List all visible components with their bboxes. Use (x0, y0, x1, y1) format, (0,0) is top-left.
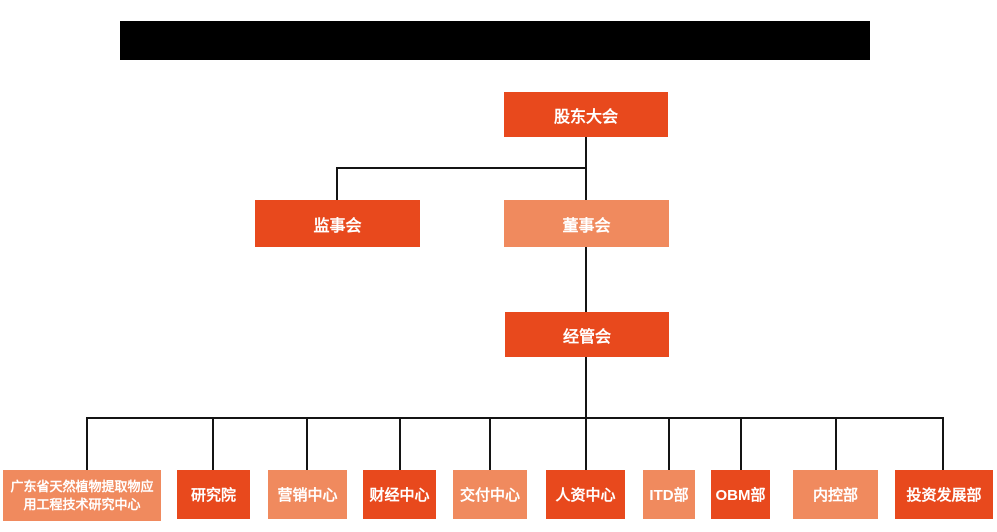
connector-drop-investment-development (942, 417, 944, 470)
node-dept-obm: OBM部 (711, 470, 770, 519)
connector-drop-obm (740, 417, 742, 470)
node-label: 股东大会 (553, 108, 618, 126)
connector-drop-itd (668, 417, 670, 470)
node-label: 董事会 (562, 217, 611, 235)
connector-drop-research-institute (212, 417, 214, 470)
node-dept-delivery-center: 交付中心 (453, 470, 527, 519)
node-label: OBM部 (715, 487, 766, 504)
connector-drop-delivery-center (489, 417, 491, 470)
node-label: 营销中心 (277, 487, 338, 504)
node-dept-itd: ITD部 (643, 470, 695, 519)
connector-drop-marketing-center (306, 417, 308, 470)
connector-drop-hr-center (585, 417, 587, 470)
node-supervisory-board: 监事会 (255, 200, 420, 247)
node-dept-research-center: 广东省天然植物提取物应用工程技术研究中心 (3, 470, 161, 521)
connector-drop-internal-control (835, 417, 837, 470)
connector-management-to-rail (585, 357, 587, 418)
connector-drop-supervisory (336, 167, 338, 200)
node-dept-research-institute: 研究院 (177, 470, 250, 519)
node-management-committee: 经管会 (505, 312, 669, 357)
node-board-of-directors: 董事会 (504, 200, 669, 247)
connector-drop-finance-center (399, 417, 401, 470)
node-dept-internal-control: 内控部 (793, 470, 878, 519)
node-dept-finance-center: 财经中心 (363, 470, 436, 519)
node-label: 财经中心 (369, 487, 430, 504)
node-dept-marketing-center: 营销中心 (268, 470, 347, 519)
node-label: 内控部 (812, 487, 858, 504)
connector-department-rail (86, 417, 944, 419)
connector-drop-research-center (86, 417, 88, 470)
node-dept-hr-center: 人资中心 (546, 470, 625, 519)
connector-board-to-management (585, 247, 587, 312)
node-label: 经管会 (562, 328, 611, 346)
node-label: 投资发展部 (906, 487, 982, 504)
node-label: ITD部 (649, 487, 689, 504)
node-shareholders-meeting: 股东大会 (504, 92, 668, 137)
node-label: 监事会 (313, 217, 362, 235)
redacted-title-bar (120, 21, 870, 60)
node-label: 交付中心 (459, 487, 520, 504)
connector-branch-supervisory (336, 167, 587, 169)
node-label: 人资中心 (555, 487, 616, 504)
node-label: 广东省天然植物提取物应用工程技术研究中心 (10, 478, 154, 512)
node-label: 研究院 (190, 487, 236, 504)
node-dept-investment-development: 投资发展部 (895, 470, 993, 519)
